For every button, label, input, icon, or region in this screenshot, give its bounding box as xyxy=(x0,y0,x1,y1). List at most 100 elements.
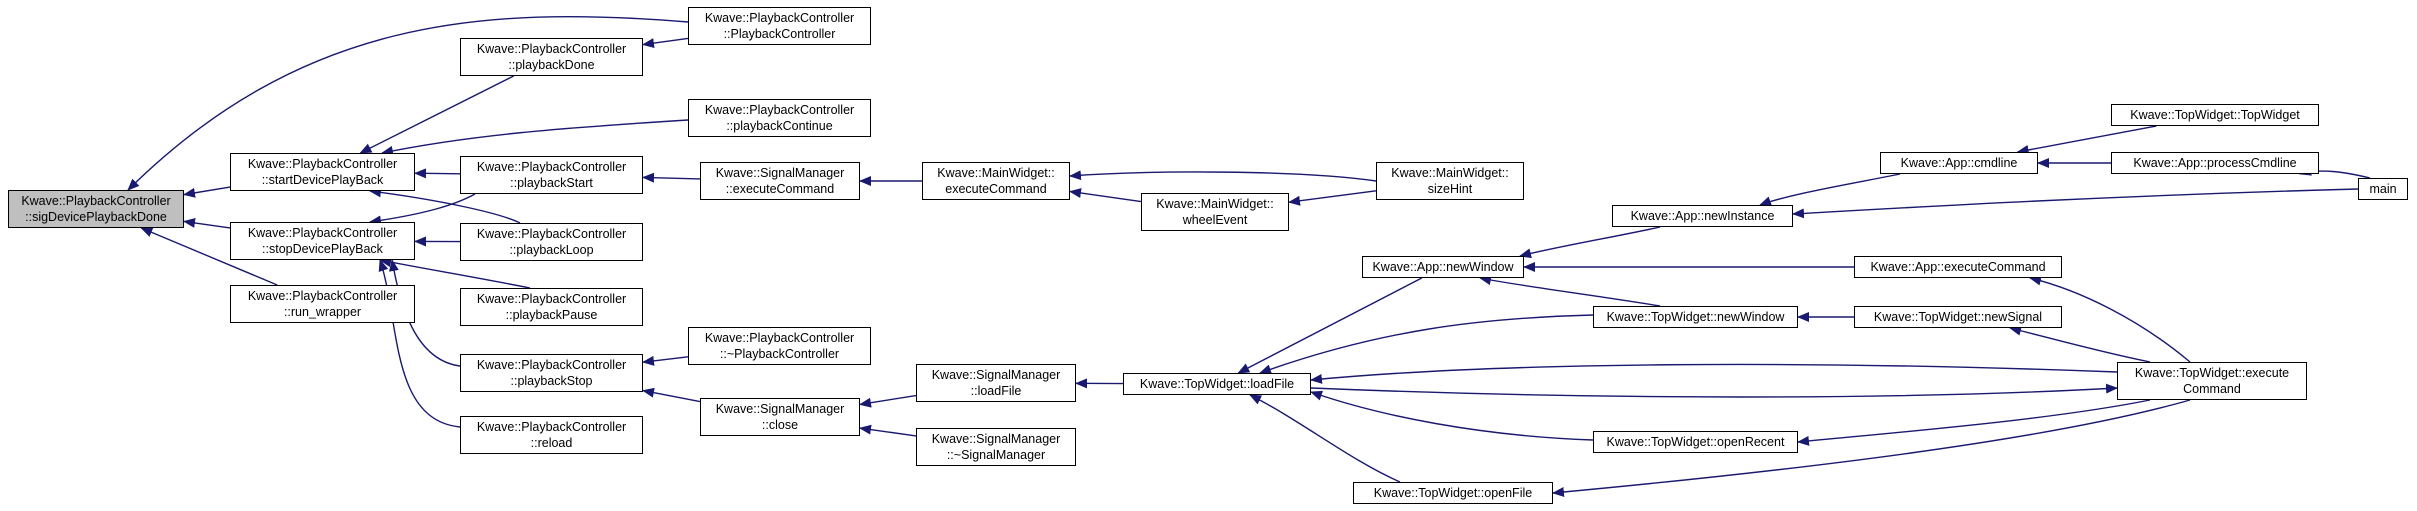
node-reload[interactable]: Kwave::PlaybackController::reload xyxy=(460,416,643,454)
node-run-wrapper[interactable]: Kwave::PlaybackController::run_wrapper xyxy=(230,285,415,323)
edge-twLoad-to-twExec xyxy=(1310,383,2118,398)
node-label-line: Kwave::MainWidget:: xyxy=(937,166,1055,180)
node-play-continue[interactable]: Kwave::PlaybackController::playbackConti… xyxy=(688,99,871,137)
node-sm-exec[interactable]: Kwave::SignalManager::executeCommand xyxy=(700,162,860,200)
node-tw-ctor[interactable]: Kwave::TopWidget::TopWidget xyxy=(2111,104,2319,126)
node-label-line: Kwave::PlaybackController xyxy=(476,160,627,174)
node-mw-size[interactable]: Kwave::MainWidget::sizeHint xyxy=(1376,162,1524,200)
node-sm-close[interactable]: Kwave::SignalManager::close xyxy=(700,398,860,436)
node-pc-ctor[interactable]: Kwave::PlaybackController::PlaybackContr… xyxy=(688,7,871,45)
node-label-line: Kwave::PlaybackController xyxy=(704,331,855,345)
node-play-start[interactable]: Kwave::PlaybackController::playbackStart xyxy=(460,156,643,194)
node-label-line: Kwave::PlaybackController xyxy=(476,42,627,56)
node-tw-load[interactable]: Kwave::TopWidget::loadFile xyxy=(1123,373,1311,395)
edge-startDev-to-sigDevice xyxy=(183,186,231,198)
node-tw-open-file[interactable]: Kwave::TopWidget::openFile xyxy=(1353,482,1553,504)
node-play-done[interactable]: Kwave::PlaybackController::playbackDone xyxy=(460,38,643,76)
edge-smClose-to-playStop xyxy=(642,387,701,403)
node-label-line: Kwave::MainWidget:: xyxy=(1391,166,1509,180)
node-start-dev[interactable]: Kwave::PlaybackController::startDevicePl… xyxy=(230,153,415,191)
node-label-line: ::playbackPause xyxy=(505,308,598,322)
edge-playPause-to-stopDev xyxy=(379,257,531,289)
node-label-line: Kwave::App::executeCommand xyxy=(1870,260,2046,274)
node-label-line: ::~SignalManager xyxy=(946,448,1046,462)
node-mw-exec[interactable]: Kwave::MainWidget::executeCommand xyxy=(922,162,1070,200)
node-label-line: ::playbackStop xyxy=(510,374,593,388)
edge-playStop-to-stopDev xyxy=(389,259,461,367)
node-tw-new-signal[interactable]: Kwave::TopWidget::newSignal xyxy=(1854,306,2062,328)
node-label-line: Kwave::TopWidget::loadFile xyxy=(1139,377,1295,391)
node-label-line: Kwave::TopWidget::openRecent xyxy=(1606,435,1785,449)
edge-twOpenFile-to-twLoad xyxy=(1249,394,1401,483)
node-label-line: Kwave::App::cmdline xyxy=(1900,156,2018,170)
node-play-loop[interactable]: Kwave::PlaybackController::playbackLoop xyxy=(460,223,643,261)
node-mw-wheel[interactable]: Kwave::MainWidget::wheelEvent xyxy=(1141,193,1289,231)
node-label-line: ::playbackContinue xyxy=(726,119,833,133)
node-play-stop[interactable]: Kwave::PlaybackController::playbackStop xyxy=(460,354,643,392)
edge-main-to-appNewInst xyxy=(1792,188,2359,219)
edge-twOpenRecent-to-twLoad xyxy=(1310,390,1594,441)
node-label-line: Kwave::PlaybackController xyxy=(476,292,627,306)
node-label-line: ::PlaybackController xyxy=(723,27,836,41)
node-label-line: ::startDevicePlayBack xyxy=(261,173,384,187)
node-label-line: ::~PlaybackController xyxy=(719,347,840,361)
edge-playStart-to-stopDev xyxy=(369,193,476,226)
node-app-new-inst[interactable]: Kwave::App::newInstance xyxy=(1612,205,1793,227)
edge-runWrapper-to-sigDevice xyxy=(140,227,278,286)
node-sm-dtor[interactable]: Kwave::SignalManager::~SignalManager xyxy=(916,428,1076,466)
node-app-new-win[interactable]: Kwave::App::newWindow xyxy=(1362,256,1524,278)
edge-twNewWin-to-twLoad xyxy=(1259,314,1594,374)
node-tw-new-win[interactable]: Kwave::TopWidget::newWindow xyxy=(1593,306,1798,328)
node-label-line: main xyxy=(2369,182,2397,196)
node-app-process[interactable]: Kwave::App::processCmdline xyxy=(2111,152,2319,174)
node-main[interactable]: main xyxy=(2358,178,2408,200)
edge-smDtor-to-smClose xyxy=(859,424,917,437)
node-label-line: Kwave::MainWidget:: xyxy=(1156,197,1274,211)
node-stop-dev[interactable]: Kwave::PlaybackController::stopDevicePla… xyxy=(230,222,415,260)
node-app-cmdline[interactable]: Kwave::App::cmdline xyxy=(1880,152,2038,174)
node-label-line: ::close xyxy=(761,418,799,432)
node-label-line: Kwave::PlaybackController xyxy=(704,103,855,117)
node-sig-device[interactable]: Kwave::PlaybackController::sigDevicePlay… xyxy=(8,190,184,228)
node-label-line: ::loadFile xyxy=(970,384,1022,398)
edge-playStart-to-startDev xyxy=(414,168,461,179)
node-label-line: ::playbackDone xyxy=(508,58,595,72)
node-label-line: Kwave::PlaybackController xyxy=(21,194,171,208)
node-tw-open-recent[interactable]: Kwave::TopWidget::openRecent xyxy=(1593,431,1798,453)
node-pc-dtor[interactable]: Kwave::PlaybackController::~PlaybackCont… xyxy=(688,327,871,365)
edge-mwWheel-to-mwExec xyxy=(1069,188,1142,203)
node-label-line: sizeHint xyxy=(1427,182,1473,196)
node-label-line: ::stopDevicePlayBack xyxy=(262,242,383,256)
edge-appCmdline-to-appNewInst xyxy=(1759,173,1901,206)
node-label-line: Kwave::PlaybackController xyxy=(247,157,398,171)
node-sm-load[interactable]: Kwave::SignalManager::loadFile xyxy=(916,364,1076,402)
node-label-line: Kwave::App::processCmdline xyxy=(2133,156,2297,170)
node-label-line: Kwave::PlaybackController xyxy=(247,226,398,240)
edge-twCtor-to-appCmdline xyxy=(2016,125,2157,155)
node-label-line: Kwave::TopWidget::execute xyxy=(2134,366,2290,380)
node-play-pause[interactable]: Kwave::PlaybackController::playbackPause xyxy=(460,288,643,326)
edge-pcDtor-to-playStop xyxy=(642,355,689,366)
edge-twExec-to-twOpenFile xyxy=(1552,399,2191,497)
node-label-line: Kwave::TopWidget::TopWidget xyxy=(2130,108,2300,122)
node-label-line: Kwave::TopWidget::openFile xyxy=(1373,486,1533,500)
edge-mwSize-to-mwExec xyxy=(1069,170,1377,182)
node-label-line: Kwave::PlaybackController xyxy=(476,227,627,241)
node-label-line: ::sigDevicePlaybackDone xyxy=(25,210,167,224)
edge-reload-to-stopDev xyxy=(378,259,461,428)
edge-smExec-to-playStart xyxy=(642,172,701,183)
node-label-line: Command xyxy=(2183,382,2241,396)
edge-twExec-to-twNewSignal xyxy=(2009,325,2151,363)
edge-playContinue-to-startDev xyxy=(381,119,689,156)
node-label-line: Kwave::TopWidget::newWindow xyxy=(1606,310,1785,324)
node-label-line: Kwave::SignalManager xyxy=(715,402,845,416)
node-label-line: ::run_wrapper xyxy=(283,305,362,319)
edge-playDone-to-startDev xyxy=(359,75,514,154)
node-label-line: ::reload xyxy=(530,436,573,450)
node-app-exec[interactable]: Kwave::App::executeCommand xyxy=(1854,256,2062,278)
node-label-line: ::executeCommand xyxy=(725,182,835,196)
edge-twExec-to-appExec xyxy=(2029,275,2191,363)
node-label-line: Kwave::TopWidget::newSignal xyxy=(1873,310,2043,324)
